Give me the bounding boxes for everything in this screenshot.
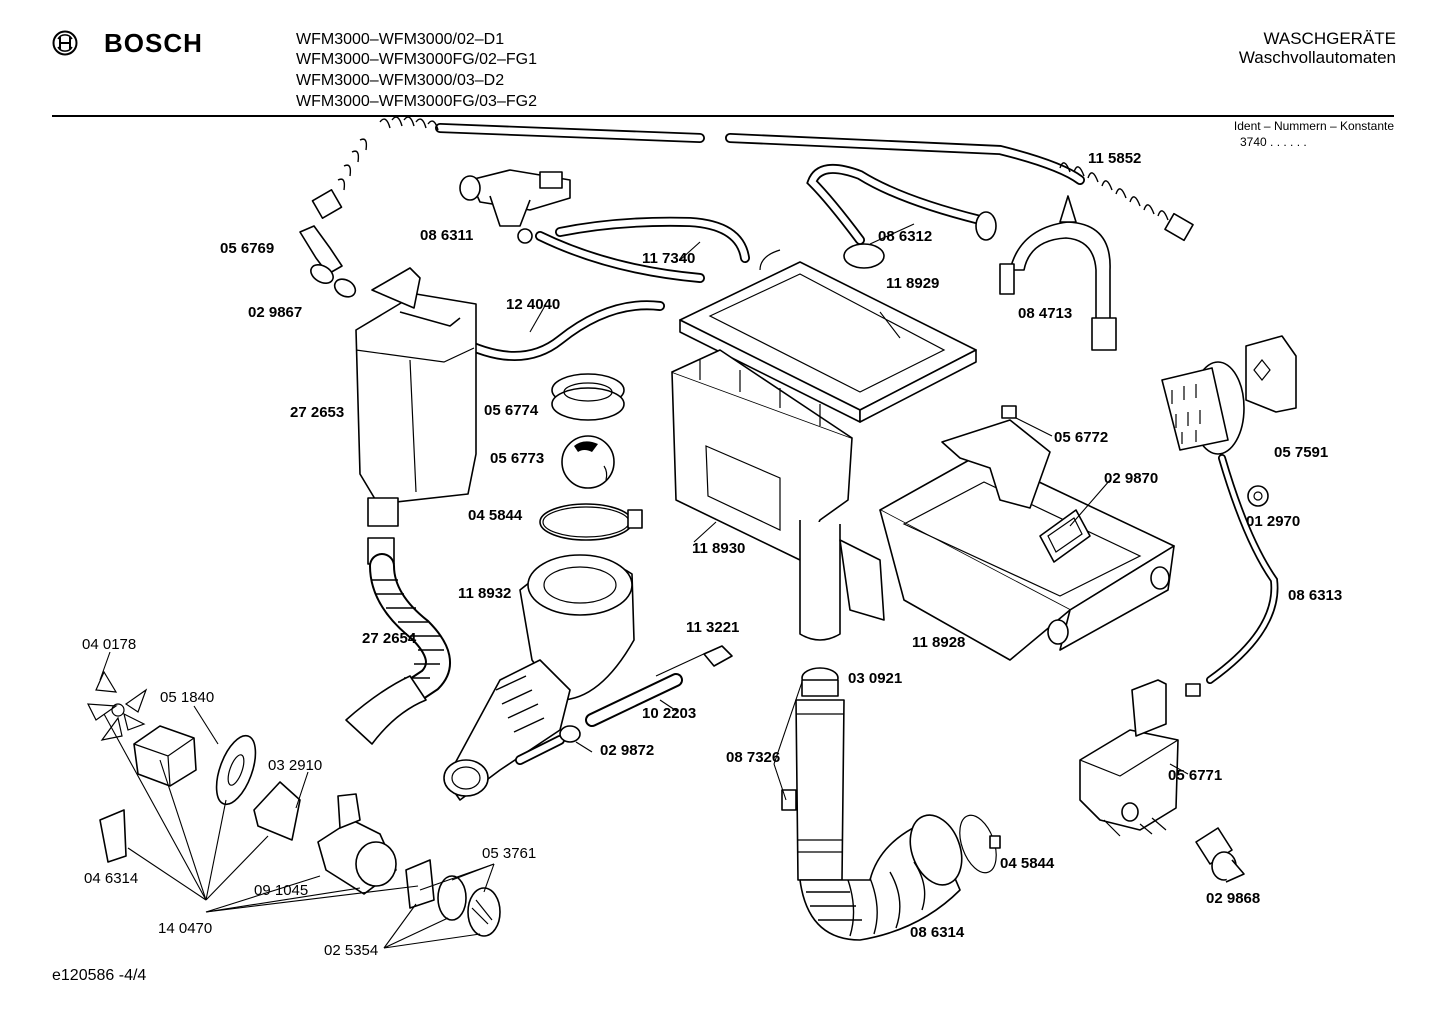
model-line-3: WFM3000–WFM3000/03–D2 (296, 72, 505, 89)
part-labels: 11 5852 05 6769 08 6311 08 6312 11 7340 … (82, 150, 1342, 959)
part-label: 05 6772 (1054, 429, 1108, 446)
dispenser-drawer-drawing (879, 405, 1175, 661)
part-label: 08 7326 (726, 749, 780, 766)
part-label: 02 5354 (324, 942, 378, 959)
part-label: 05 6771 (1168, 767, 1222, 784)
part-label: 09 1045 (254, 882, 308, 899)
inlet-valve-drawing (459, 169, 750, 283)
part-label: 11 3221 (686, 619, 739, 636)
heater-rod-drawing (559, 645, 733, 743)
part-label: 03 2910 (268, 757, 322, 774)
part-label: 02 9870 (1104, 470, 1158, 487)
part-label: 05 1840 (160, 689, 214, 706)
part-label: 02 9872 (600, 742, 654, 759)
part-label: 11 5852 (1088, 150, 1141, 167)
dispenser-housing-drawing (671, 349, 885, 641)
part-label: 05 3761 (482, 845, 536, 862)
sump-drawing (443, 554, 635, 801)
leader-lines (99, 223, 1189, 949)
part-label: 05 7591 (1274, 444, 1328, 461)
ident-value: 3740 . . . . . . (1240, 135, 1307, 149)
part-label: 04 6314 (84, 870, 138, 887)
part-label: 11 8930 (692, 540, 745, 557)
header-rule (52, 115, 1394, 117)
elbow-parts-drawing (299, 225, 357, 298)
part-label: 08 6314 (910, 924, 965, 941)
bellows-drawing (799, 814, 1001, 941)
drain-hose-drawing (311, 116, 1194, 242)
part-label: 27 2654 (362, 630, 417, 647)
air-trap-drawing (1079, 679, 1179, 837)
model-line-2: WFM3000–WFM3000FG/02–FG1 (296, 51, 537, 68)
seal-ball-ring-drawing (539, 373, 643, 541)
model-line-1: WFM3000–WFM3000/02–D1 (296, 31, 505, 48)
part-label: 04 5844 (468, 507, 523, 524)
plug-029868-drawing (1195, 827, 1245, 883)
standpipe-drawing (781, 667, 845, 881)
ident-label: Ident – Nummern – Konstante (1233, 119, 1394, 133)
part-label: 05 6774 (484, 402, 539, 419)
part-label: 12 4040 (506, 296, 560, 313)
small-hoses-drawing (453, 300, 665, 361)
part-label: 11 7340 (642, 250, 695, 267)
part-label: 03 0921 (848, 670, 902, 687)
hose-086312-drawing (806, 163, 997, 269)
part-label: 27 2653 (290, 404, 344, 421)
category-subtitle: Waschvollautomaten (1238, 48, 1396, 67)
part-label: 01 2970 (1246, 513, 1300, 530)
category-title: WASCHGERÄTE (1263, 29, 1396, 48)
drawing-code: e120586 -4/4 (52, 967, 147, 984)
pressure-switch-drawing (1161, 335, 1297, 697)
part-label: 08 6313 (1288, 587, 1342, 604)
part-label: 11 8929 (886, 275, 939, 292)
dispenser-lid-drawing (679, 249, 977, 423)
part-label: 14 0470 (158, 920, 212, 937)
detergent-container-drawing (355, 267, 477, 527)
part-label: 08 6311 (420, 227, 473, 244)
part-label: 04 5844 (1000, 855, 1055, 872)
part-label: 02 9867 (248, 304, 302, 321)
hose-clip-drawing (999, 195, 1117, 351)
part-label: 02 9868 (1206, 890, 1260, 907)
corrugated-hose-drawing (345, 537, 451, 745)
drain-pump-drawing (86, 670, 501, 937)
part-label: 08 4713 (1018, 305, 1072, 322)
part-label: 04 0178 (82, 636, 136, 653)
part-label: 11 8928 (912, 634, 965, 651)
part-label: 05 6769 (220, 240, 274, 257)
part-label: 10 2203 (642, 705, 696, 722)
bosch-logo-icon (52, 30, 78, 56)
part-label: 11 8932 (458, 585, 511, 602)
part-label: 05 6773 (490, 450, 544, 467)
part-label: 08 6312 (878, 228, 932, 245)
model-line-4: WFM3000–WFM3000FG/03–FG2 (296, 93, 537, 110)
brand-name: BOSCH (104, 28, 203, 58)
